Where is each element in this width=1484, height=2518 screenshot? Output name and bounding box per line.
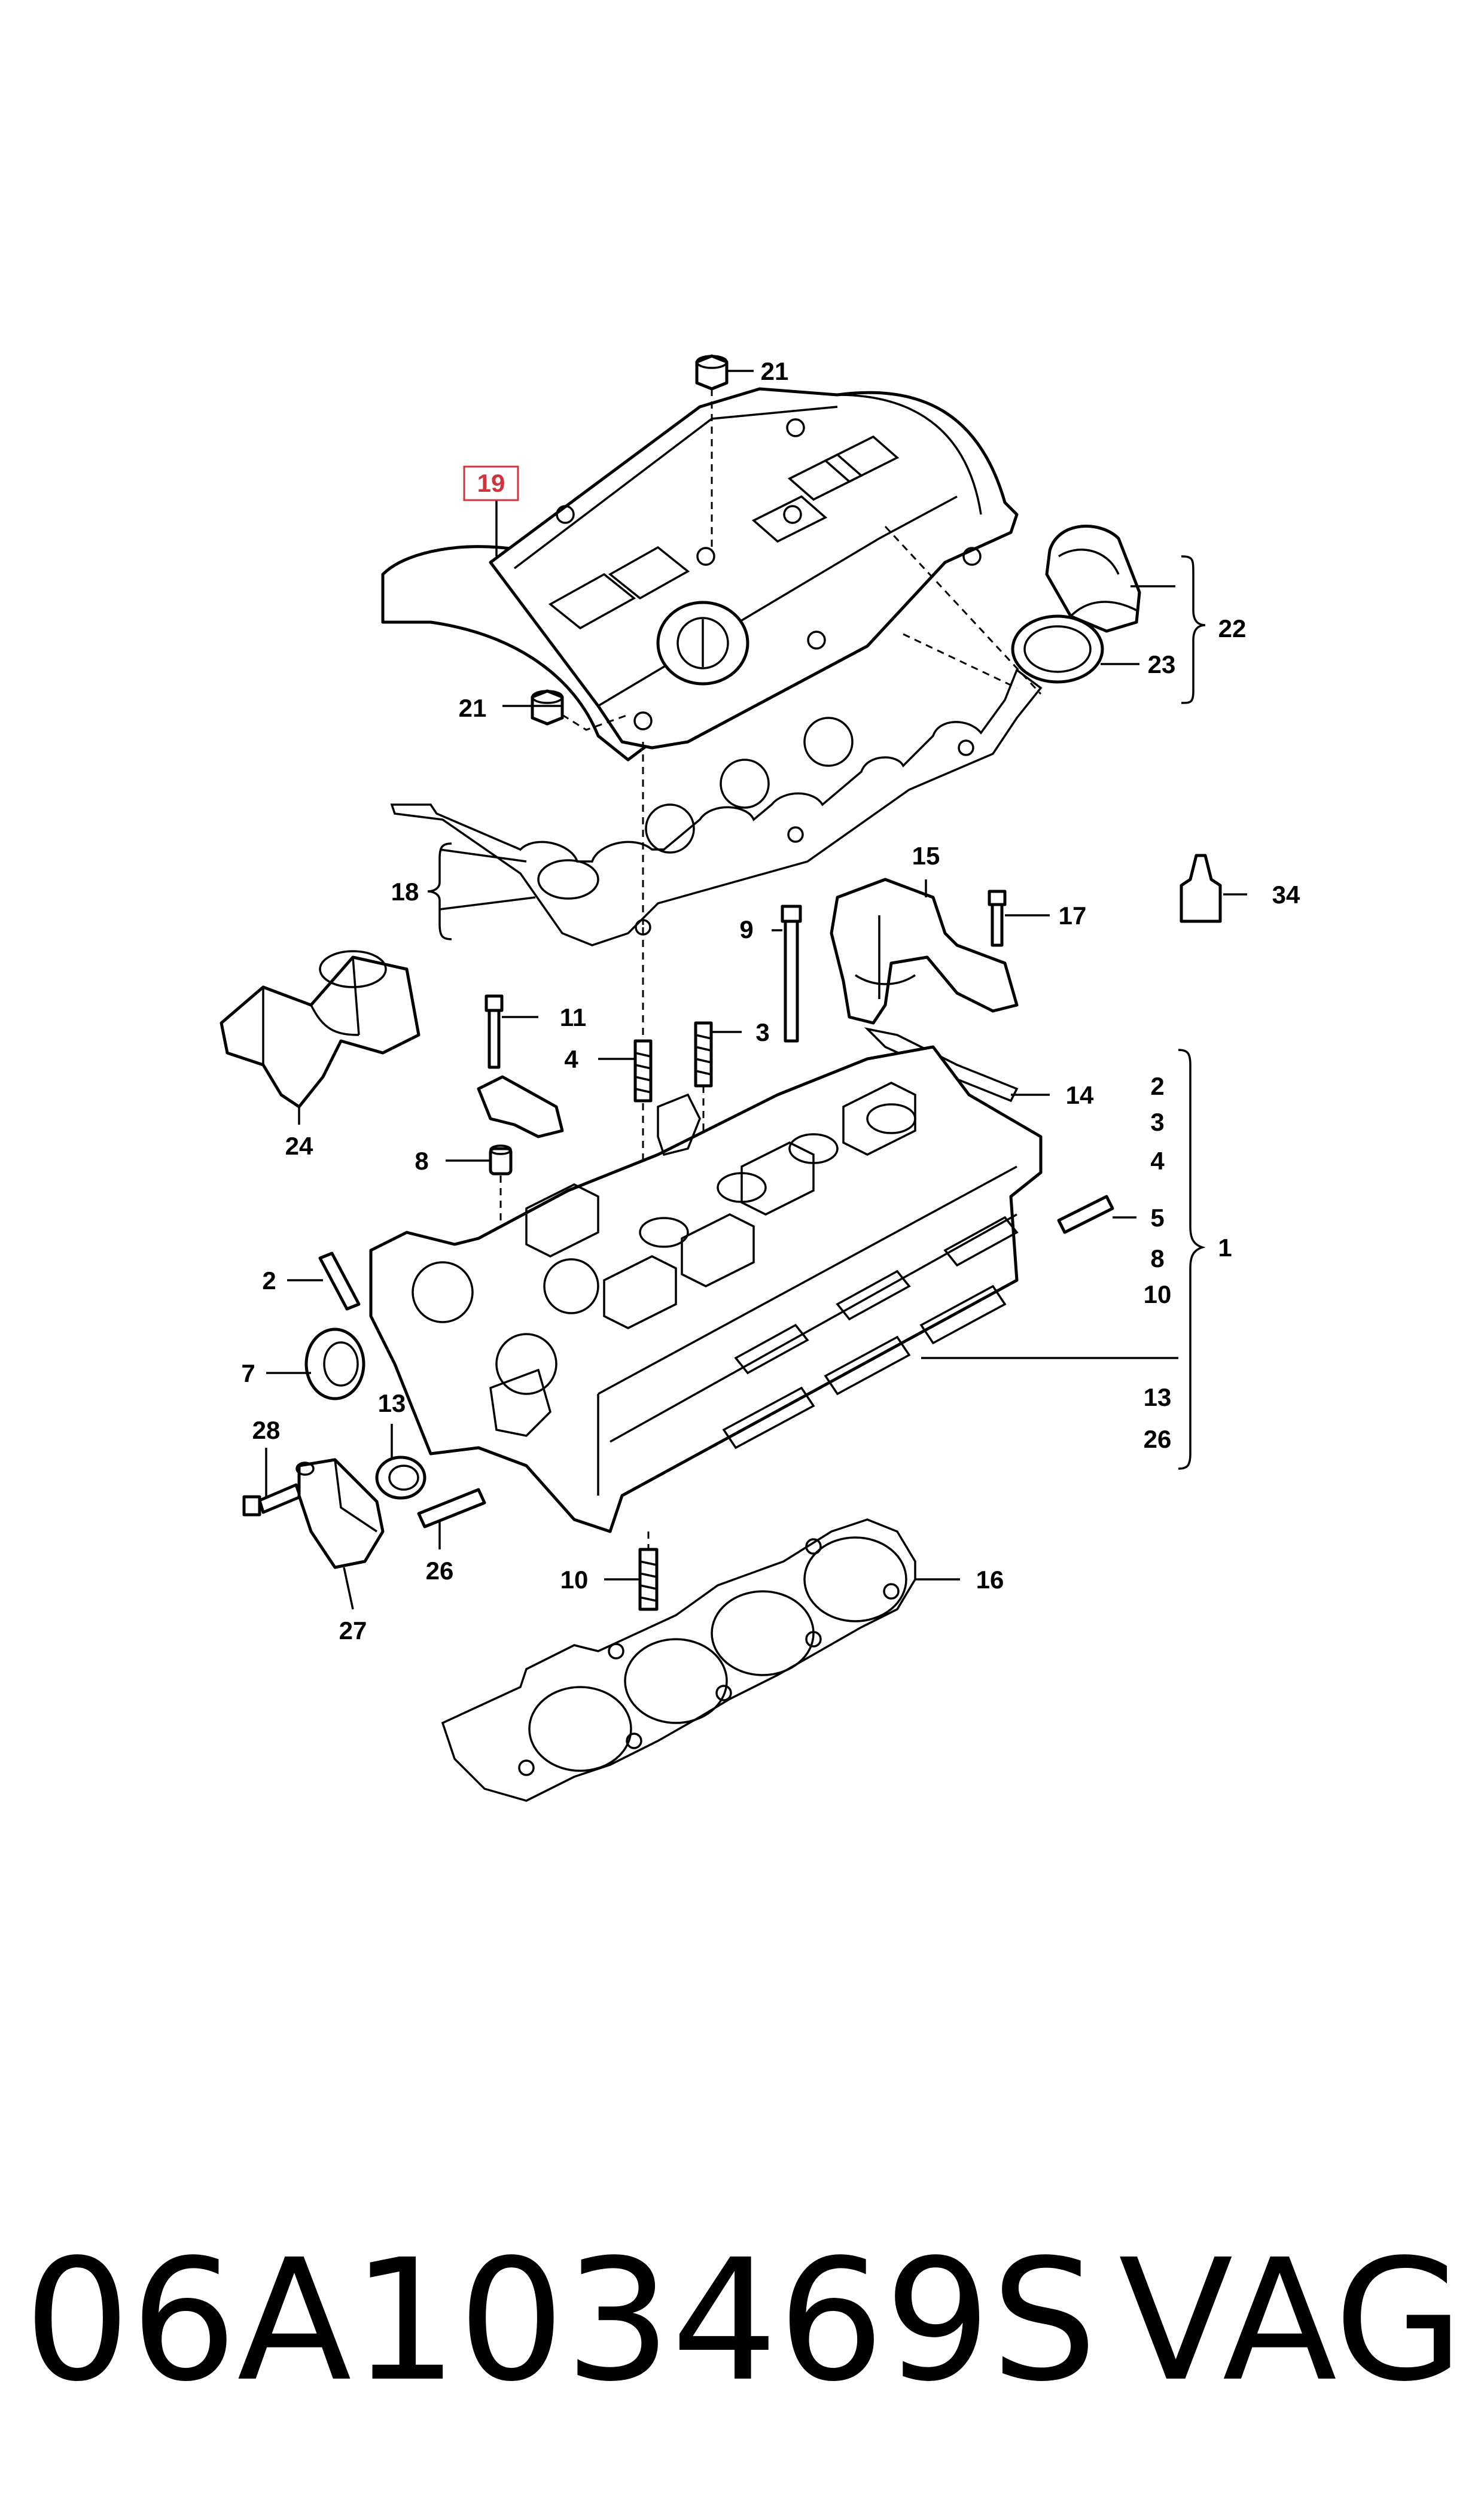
- callout-15[interactable]: 15: [912, 842, 940, 870]
- bolt-17[interactable]: [988, 890, 1007, 947]
- callout-1[interactable]: 1: [1218, 1234, 1232, 1262]
- highlight-box: [463, 465, 519, 501]
- group-1-item-3[interactable]: 3: [1150, 1108, 1164, 1136]
- oil-filler-cap[interactable]: [1045, 525, 1141, 633]
- group-1-item-4[interactable]: 4: [1150, 1147, 1165, 1175]
- oil-tray[interactable]: [830, 878, 1019, 1025]
- cylinder-head-gasket[interactable]: [441, 1518, 916, 1802]
- bearing-cap[interactable]: [220, 950, 420, 1109]
- callout-28[interactable]: 28: [252, 1416, 281, 1444]
- group-1-item-10[interactable]: 10: [1144, 1280, 1172, 1308]
- callout-19[interactable]: 19: [477, 469, 505, 497]
- callout-8[interactable]: 8: [415, 1147, 428, 1175]
- cap-nut-top[interactable]: [695, 354, 729, 391]
- cylinder-head[interactable]: [369, 1045, 1043, 1533]
- stud-26[interactable]: [417, 1488, 486, 1529]
- callout-21-top[interactable]: 21: [761, 357, 789, 385]
- callout-9[interactable]: 9: [739, 915, 753, 943]
- seal-13[interactable]: [375, 1456, 426, 1500]
- callout-22[interactable]: 22: [1218, 614, 1247, 643]
- callout-16[interactable]: 16: [976, 1566, 1004, 1594]
- group-1-item-8[interactable]: 8: [1150, 1244, 1164, 1272]
- oil-filler-seal[interactable]: [1011, 614, 1104, 684]
- callout-18[interactable]: 18: [391, 878, 419, 906]
- callout-23[interactable]: 23: [1148, 650, 1176, 678]
- dowel-sleeve-8[interactable]: [489, 1144, 513, 1176]
- group-1-item-26[interactable]: 26: [1144, 1425, 1172, 1453]
- group-1-item-5[interactable]: 5: [1150, 1204, 1164, 1232]
- bolt-11[interactable]: [484, 994, 504, 1069]
- callout-3[interactable]: 3: [755, 1018, 769, 1046]
- group-1-item-2[interactable]: 2: [1150, 1072, 1164, 1100]
- stud-3[interactable]: [694, 1021, 713, 1088]
- cap-nut-left[interactable]: [531, 689, 564, 726]
- callout-10[interactable]: 10: [560, 1566, 589, 1594]
- stud-2[interactable]: [318, 1252, 361, 1311]
- brace-18: [427, 842, 452, 940]
- bolt-28[interactable]: [242, 1483, 302, 1517]
- brace-1: [1178, 1049, 1206, 1470]
- camshaft-seal-7[interactable]: [304, 1327, 365, 1400]
- housing-27[interactable]: [295, 1458, 385, 1569]
- callout-24[interactable]: 24: [285, 1132, 313, 1160]
- sealant-tube[interactable]: [1180, 854, 1222, 923]
- part-number-caption: 06A103469S: [24, 2224, 1098, 2419]
- callout-27[interactable]: 27: [339, 1616, 367, 1645]
- callout-14[interactable]: 14: [1066, 1081, 1094, 1109]
- callout-4[interactable]: 4: [564, 1045, 578, 1073]
- stud-10[interactable]: [638, 1548, 659, 1611]
- valve-cover-gasket[interactable]: [390, 633, 1043, 946]
- brand-caption: VAG: [1119, 2224, 1464, 2419]
- callout-11[interactable]: 11: [560, 1003, 586, 1031]
- callout-21-left[interactable]: 21: [459, 694, 487, 722]
- bolt-9[interactable]: [781, 905, 802, 1043]
- callout-26[interactable]: 26: [426, 1557, 454, 1585]
- callout-17[interactable]: 17: [1059, 902, 1087, 930]
- stud-5[interactable]: [1057, 1195, 1114, 1234]
- callout-2[interactable]: 2: [262, 1266, 276, 1295]
- callout-labels: 19 21 22 23 21 18 15 9 17 34 11 3 4 8 14…: [241, 357, 1300, 1645]
- cam-bracket[interactable]: [477, 1075, 564, 1138]
- callout-7[interactable]: 7: [241, 1359, 255, 1387]
- group-1-item-13[interactable]: 13: [1144, 1383, 1172, 1411]
- callout-34[interactable]: 34: [1272, 881, 1300, 909]
- callout-13[interactable]: 13: [378, 1389, 406, 1417]
- valve-cover[interactable]: [381, 387, 1019, 762]
- leader-lines: [265, 370, 1247, 1610]
- brace-22: [1181, 555, 1206, 704]
- stud-4[interactable]: [633, 1039, 653, 1103]
